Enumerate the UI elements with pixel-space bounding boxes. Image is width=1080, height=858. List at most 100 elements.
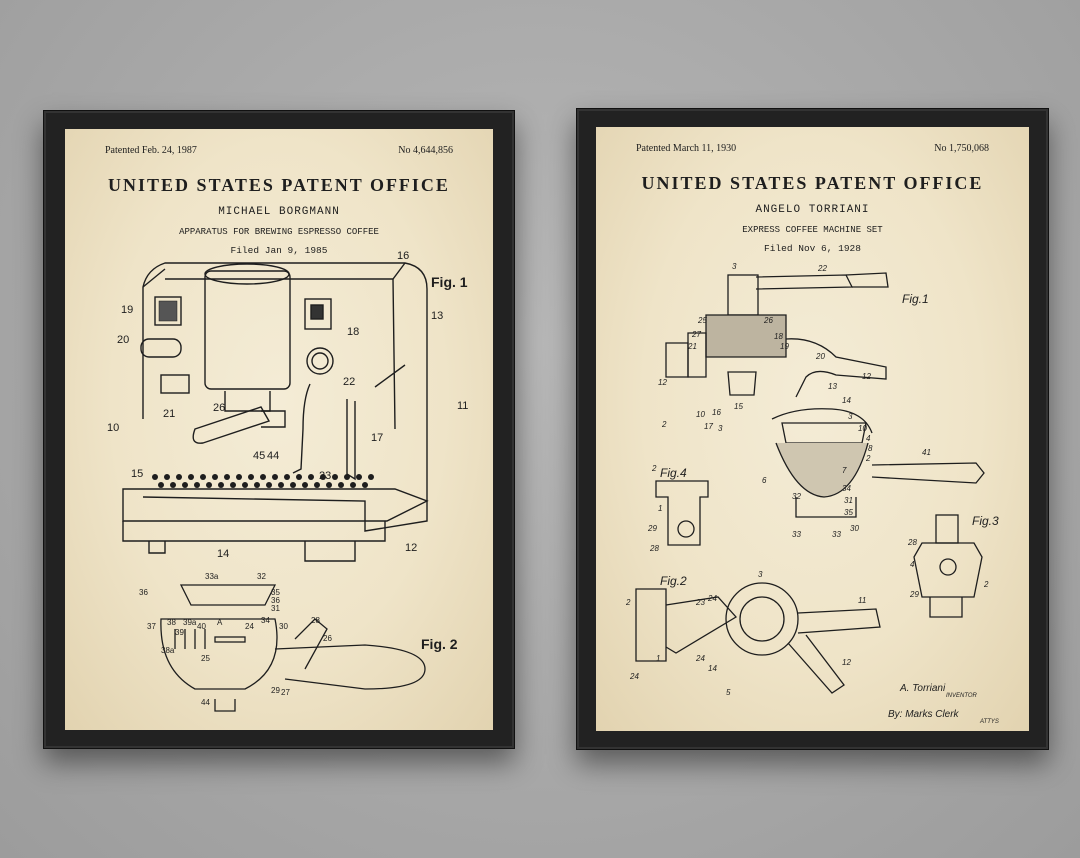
callout-label: 33 — [792, 530, 801, 539]
callout-label: 2 — [651, 464, 657, 473]
left-fig1-label: Fig. 1 — [431, 274, 468, 290]
callout-label: 26 — [763, 316, 773, 325]
callout-label: 45 — [253, 450, 265, 462]
fig2-part-labels: 33a 32 36 35 36 31 37 34 30 28 38 39a 39… — [139, 572, 332, 707]
signature-inventor-role: INVENTOR — [946, 693, 978, 699]
callout-label: 22 — [343, 376, 355, 388]
callout-label: 18 — [774, 332, 783, 341]
callout-label: 24 — [707, 594, 717, 603]
callout-label: 18 — [347, 326, 359, 338]
callout-label: 6 — [762, 476, 767, 485]
right-patent-title: EXPRESS COFFEE MACHINE SET — [742, 225, 883, 235]
left-patent-number: No 4,644,856 — [398, 145, 453, 156]
callout-label: 12 — [842, 658, 851, 667]
callout-label: 36 — [271, 596, 280, 605]
callout-label: 17 — [371, 432, 383, 444]
callout-label: 11 — [858, 596, 866, 605]
callout-label: 26 — [323, 634, 332, 643]
callout-label: 24 — [629, 672, 639, 681]
left-office-title: UNITED STATES PATENT OFFICE — [108, 175, 450, 195]
callout-label: 2 — [661, 420, 667, 429]
callout-label: 23 — [319, 470, 331, 482]
left-header-row: Patented Feb. 24, 1987 No 4,644,856 — [105, 145, 453, 156]
callout-label: A — [217, 618, 223, 627]
left-fig2-label: Fig. 2 — [421, 636, 458, 652]
callout-label: 28 — [311, 616, 320, 625]
callout-label: 8 — [868, 444, 873, 453]
right-fig4-label: Fig.4 — [660, 466, 687, 480]
right-filed-date: Filed Nov 6, 1928 — [764, 243, 861, 254]
left-patented-date: Patented Feb. 24, 1987 — [105, 145, 197, 156]
callout-label: 32 — [257, 572, 266, 581]
callout-label: 24 — [245, 622, 254, 631]
right-inventor: ANGELO TORRIANI — [755, 204, 870, 216]
callout-label: 10 — [696, 410, 705, 419]
callout-label: 12 — [862, 372, 871, 381]
callout-label: 14 — [217, 548, 229, 560]
callout-label: 36 — [139, 588, 148, 597]
callout-label: 30 — [279, 622, 288, 631]
callout-label: 25 — [697, 316, 707, 325]
callout-label: 21 — [163, 408, 175, 420]
callout-label: 39 — [175, 628, 184, 637]
left-part-labels: 16 19 20 18 13 22 11 10 21 26 17 45 44 2… — [107, 250, 468, 560]
callout-label: 17 — [704, 422, 713, 431]
callout-label: 16 — [397, 250, 409, 262]
callout-label: 30 — [850, 524, 859, 533]
signature-by: By: Marks Clerk — [888, 709, 960, 720]
callout-label: 20 — [117, 334, 129, 346]
callout-label: 16 — [712, 408, 721, 417]
callout-label: 3 — [732, 262, 737, 271]
callout-label: 35 — [844, 508, 853, 517]
callout-label: 34 — [261, 616, 270, 625]
callout-label: 2 — [865, 454, 871, 463]
callout-label: 31 — [271, 604, 280, 613]
callout-label: 20 — [815, 352, 825, 361]
right-office-title: UNITED STATES PATENT OFFICE — [641, 173, 984, 193]
right-poster-paper: Patented March 11, 1930 No 1,750,068 UNI… — [596, 127, 1029, 731]
left-poster-frame: Patented Feb. 24, 1987 No 4,644,856 UNIT… — [43, 110, 515, 749]
callout-label: 14 — [842, 396, 851, 405]
callout-label: 29 — [909, 590, 919, 599]
coffee-machine-set-drawing: 3 22 25 26 27 21 18 19 20 12 2 13 14 12 … — [625, 262, 999, 725]
callout-label: 19 — [780, 342, 789, 351]
right-patent-number: No 1,750,068 — [934, 143, 989, 154]
callout-label: 38 — [167, 618, 176, 627]
callout-label: 44 — [267, 450, 279, 462]
right-fig3-label: Fig.3 — [972, 514, 999, 528]
right-patented-date: Patented March 11, 1930 — [636, 143, 737, 154]
callout-label: 2 — [983, 580, 989, 589]
callout-label: 28 — [649, 544, 659, 553]
callout-label: 38a — [161, 646, 175, 655]
right-part-labels: 3 22 25 26 27 21 18 19 20 12 2 13 14 12 … — [625, 262, 989, 697]
left-filed-date: Filed Jan 9, 1985 — [230, 245, 328, 256]
callout-label: 10 — [107, 422, 119, 434]
callout-label: 44 — [201, 698, 210, 707]
callout-label: 13 — [828, 382, 837, 391]
callout-label: 31 — [844, 496, 853, 505]
callout-label: 24 — [695, 654, 705, 663]
callout-label: 1 — [656, 654, 660, 663]
callout-label: 14 — [708, 664, 717, 673]
callout-label: 21 — [687, 342, 697, 351]
callout-label: 22 — [817, 264, 827, 273]
signature-role: ATTYS — [979, 719, 999, 725]
callout-label: 26 — [213, 402, 225, 414]
callout-label: 23 — [695, 598, 705, 607]
callout-label: 15 — [131, 468, 143, 480]
callout-label: 15 — [734, 402, 743, 411]
callout-label: 39a — [183, 618, 197, 627]
callout-label: 40 — [197, 622, 206, 631]
callout-label: 13 — [431, 310, 443, 322]
left-inventor: MICHAEL BORGMANN — [218, 206, 340, 218]
callout-label: 33 — [832, 530, 841, 539]
signature-inventor: A. Torriani — [899, 683, 946, 694]
right-fig2-label: Fig.2 — [660, 574, 687, 588]
callout-label: 1 — [658, 504, 662, 513]
espresso-machine-drawing: 16 19 20 18 13 22 11 10 21 26 17 45 44 2… — [107, 250, 468, 712]
callout-label: 25 — [201, 654, 210, 663]
callout-label: 11 — [457, 400, 468, 412]
callout-label: 2 — [625, 598, 631, 607]
callout-label: 10 — [858, 424, 867, 433]
callout-label: 5 — [726, 688, 731, 697]
